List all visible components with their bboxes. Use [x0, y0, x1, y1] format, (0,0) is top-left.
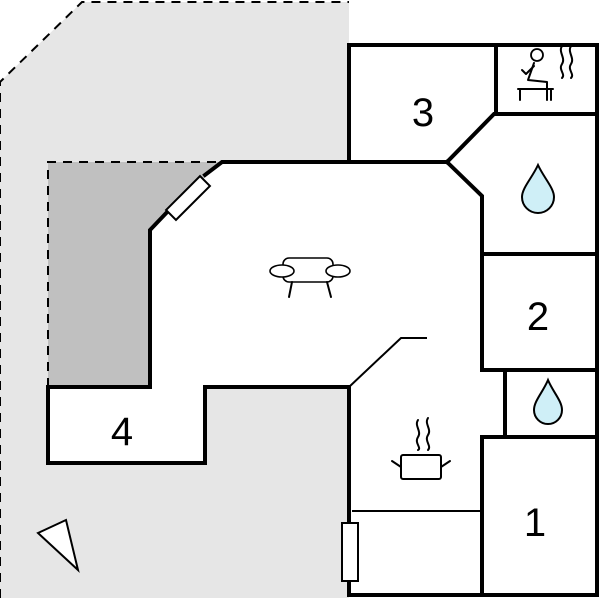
water-drop-icon: [532, 377, 564, 425]
window-left: [164, 174, 212, 222]
outer-wall-top: [202, 160, 351, 178]
room-label-1: 1: [524, 501, 546, 545]
covered-area: [48, 162, 222, 387]
window-bottom: [341, 522, 359, 582]
wall-corridor-diag: [444, 159, 484, 372]
covered-area-outline: [47, 161, 222, 387]
house-interior: [150, 45, 597, 595]
room-4-box: [48, 387, 205, 463]
water-drop-icon: [520, 162, 556, 214]
wall-kitchen-diag: [348, 337, 427, 388]
sauna-icon: [517, 45, 574, 101]
north-arrow-icon: [36, 518, 80, 573]
room-label-4: 4: [111, 410, 133, 454]
sofa-icon: [269, 257, 351, 298]
room-label-2: 2: [527, 295, 549, 339]
lower-terrace-area: [0, 162, 349, 598]
room-label-3: 3: [412, 91, 434, 135]
cooking-pot-icon: [391, 417, 451, 480]
outer-wall: [46, 43, 599, 597]
